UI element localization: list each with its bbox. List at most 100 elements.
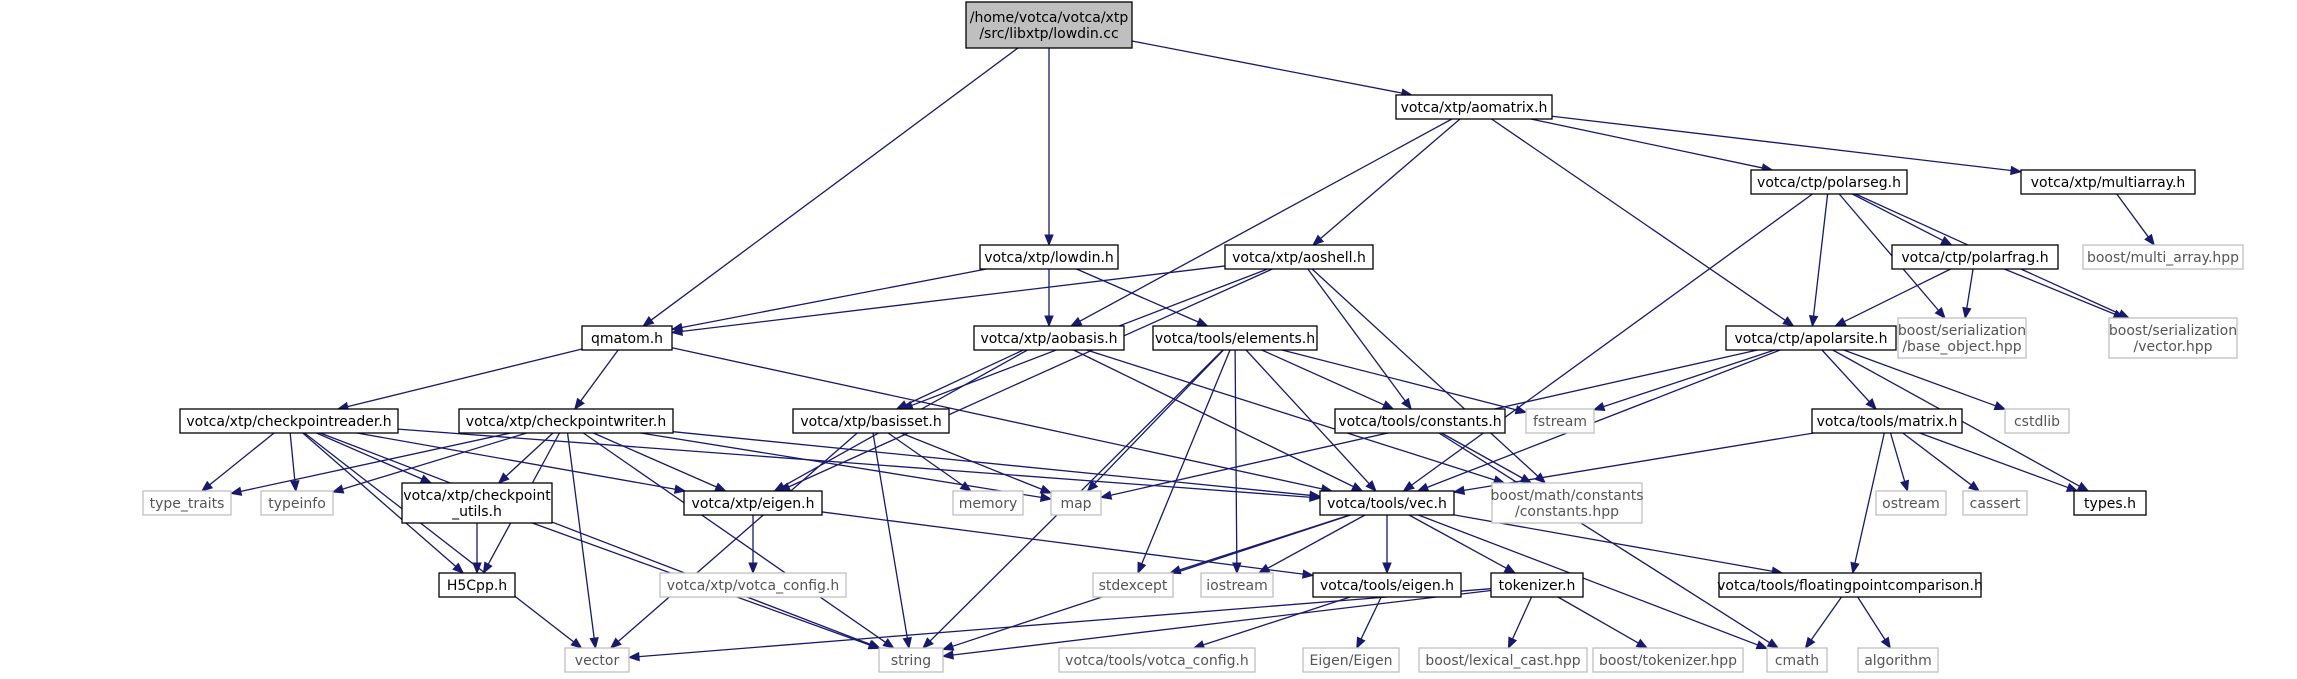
node-box <box>979 244 1119 270</box>
node-box <box>1092 572 1174 598</box>
node-lowdin_h[interactable]: votca/xtp/lowdin.h <box>979 244 1119 270</box>
arrowhead-icon <box>497 472 510 484</box>
arrowhead-icon <box>1044 315 1054 328</box>
node-types[interactable]: types.h <box>2073 490 2147 516</box>
node-box <box>2073 490 2147 516</box>
node-eigen_eigen: Eigen/Eigen <box>1302 647 1400 673</box>
edge-aoshell-to-math_constants <box>1311 268 1547 484</box>
edge-matrix-to-cassert <box>1902 432 1981 492</box>
node-box <box>1491 482 1643 524</box>
node-ckptreader[interactable]: votca/xtp/checkpointreader.h <box>179 408 399 434</box>
node-box <box>1224 244 1374 270</box>
node-base_object: boost/serialization/base_object.hpp <box>1897 317 2027 359</box>
node-ckpt_utils[interactable]: votca/xtp/checkpoint_utils.h <box>401 482 553 524</box>
edge-aomatrix-to-multiarray <box>1551 115 2023 176</box>
edge-constants-to-cmath <box>1438 432 1780 649</box>
node-label: cstdlib <box>2014 414 2060 430</box>
arrowhead-icon <box>642 315 655 327</box>
node-label: votca/ctp/polarfrag.h <box>1901 250 2048 266</box>
node-apolarsite[interactable]: votca/ctp/apolarsite.h <box>1725 325 1897 351</box>
node-tokenizer[interactable]: tokenizer.h <box>1490 572 1584 598</box>
node-qmatom[interactable]: qmatom.h <box>581 325 673 351</box>
node-multiarray[interactable]: votca/xtp/multiarray.h <box>2020 169 2196 195</box>
edge-root-to-aomatrix <box>1131 40 1414 98</box>
edge-polarfrag-to-base_object <box>1962 268 1974 320</box>
node-label: boost/serialization <box>1898 323 2026 339</box>
node-box <box>1718 572 1982 598</box>
node-constants[interactable]: votca/tools/constants.h <box>1334 408 1506 434</box>
arrowhead-icon <box>609 637 622 649</box>
node-label: stdexcept <box>1099 578 1168 594</box>
node-aoshell[interactable]: votca/xtp/aoshell.h <box>1224 244 1374 270</box>
node-label: string <box>891 653 931 669</box>
arrowhead-icon <box>2144 233 2155 247</box>
node-label: boost/multi_array.hpp <box>2087 250 2239 266</box>
edge-fpcompare-to-algorithm <box>1857 596 1892 650</box>
node-elements[interactable]: votca/tools/elements.h <box>1152 325 1318 351</box>
node-eigen_tools[interactable]: votca/tools/eigen.h <box>1312 572 1462 598</box>
arrowhead-icon <box>574 397 585 411</box>
edge-polarseg-to-apolarsite <box>1808 193 1829 328</box>
node-label: /src/libxtp/lowdin.cc <box>979 26 1118 42</box>
edge-fpcompare-to-cmath <box>1804 596 1843 650</box>
arrowhead-icon <box>472 562 482 575</box>
edge-ckptwriter-to-vector <box>566 432 599 650</box>
node-basisset[interactable]: votca/xtp/basisset.h <box>792 408 950 434</box>
edge-root-to-qmatom <box>642 47 1019 327</box>
arrowhead-icon <box>941 641 955 651</box>
node-label: _utils.h <box>451 504 502 520</box>
arrowhead-icon <box>1834 317 1847 327</box>
arrowhead-icon <box>867 640 881 650</box>
edge-aomatrix-to-aobasis <box>1069 118 1453 327</box>
arrowhead-icon <box>1137 561 1147 575</box>
edge-root-to-lowdin_h <box>1044 48 1054 247</box>
edge-ckptwriter-to-map <box>640 432 1053 502</box>
edge-elements-to-fstream <box>1281 349 1528 415</box>
arrowhead-icon <box>1452 485 1466 495</box>
arrowhead-icon <box>1401 397 1412 411</box>
node-matrix[interactable]: votca/tools/matrix.h <box>1811 408 1963 434</box>
node-box <box>878 647 944 673</box>
edge-vec-to-eigen_tools <box>1382 515 1392 575</box>
node-lexical_cast: boost/lexical_cast.hpp <box>1418 647 1588 673</box>
node-box <box>401 482 553 524</box>
edge-matrix-to-ostream <box>1889 432 1910 493</box>
node-vector: vector <box>564 647 630 673</box>
node-root[interactable]: /home/votca/votca/xtp/src/libxtp/lowdin.… <box>965 1 1133 49</box>
edge-ckptreader-to-h5cpp <box>302 432 465 574</box>
node-aobasis[interactable]: votca/xtp/aobasis.h <box>973 325 1125 351</box>
arrowhead-icon <box>1503 563 1517 574</box>
node-h5cpp[interactable]: H5Cpp.h <box>438 572 516 598</box>
edge-basisset-to-string <box>872 432 912 650</box>
node-label: /home/votca/votca/xtp <box>970 10 1129 26</box>
node-ckptwriter[interactable]: votca/xtp/checkpointwriter.h <box>458 408 674 434</box>
arrowhead-icon <box>2010 165 2023 176</box>
node-label: iostream <box>1206 578 1268 594</box>
arrowhead-icon <box>2065 482 2079 492</box>
node-box <box>1152 325 1318 351</box>
node-fpcompare[interactable]: votca/tools/floatingpointcomparison.h <box>1717 572 1983 598</box>
edge-elements-to-stdexcept <box>1137 349 1231 575</box>
node-label: votca/xtp/aobasis.h <box>980 331 1117 347</box>
node-box <box>1050 490 1102 516</box>
node-iostream: iostream <box>1200 572 1274 598</box>
node-type_traits: type_traits <box>142 490 232 516</box>
node-polarfrag[interactable]: votca/ctp/polarfrag.h <box>1891 244 2059 270</box>
arrowhead-icon <box>2076 481 2090 492</box>
node-label: boost/serialization <box>2109 323 2237 339</box>
node-vec[interactable]: votca/tools/vec.h <box>1319 490 1455 516</box>
arrowhead-icon <box>1940 235 1953 246</box>
edge-polarfrag-to-ser_vector <box>2004 268 2126 319</box>
node-label: cmath <box>1775 653 1819 669</box>
node-aomatrix[interactable]: votca/xtp/aomatrix.h <box>1395 94 1553 120</box>
node-box <box>1897 317 2027 359</box>
node-box <box>1395 94 1553 120</box>
node-label: votca/tools/elements.h <box>1155 331 1315 347</box>
arrowhead-icon <box>1309 490 1322 500</box>
edge-lowdin_h-to-aobasis <box>1044 269 1054 328</box>
node-polarseg[interactable]: votca/ctp/polarseg.h <box>1750 169 1908 195</box>
arrowhead-icon <box>1782 316 1795 327</box>
node-box <box>1312 572 1462 598</box>
node-eigen_xtp[interactable]: votca/xtp/eigen.h <box>683 490 823 516</box>
node-box <box>1811 408 1963 434</box>
